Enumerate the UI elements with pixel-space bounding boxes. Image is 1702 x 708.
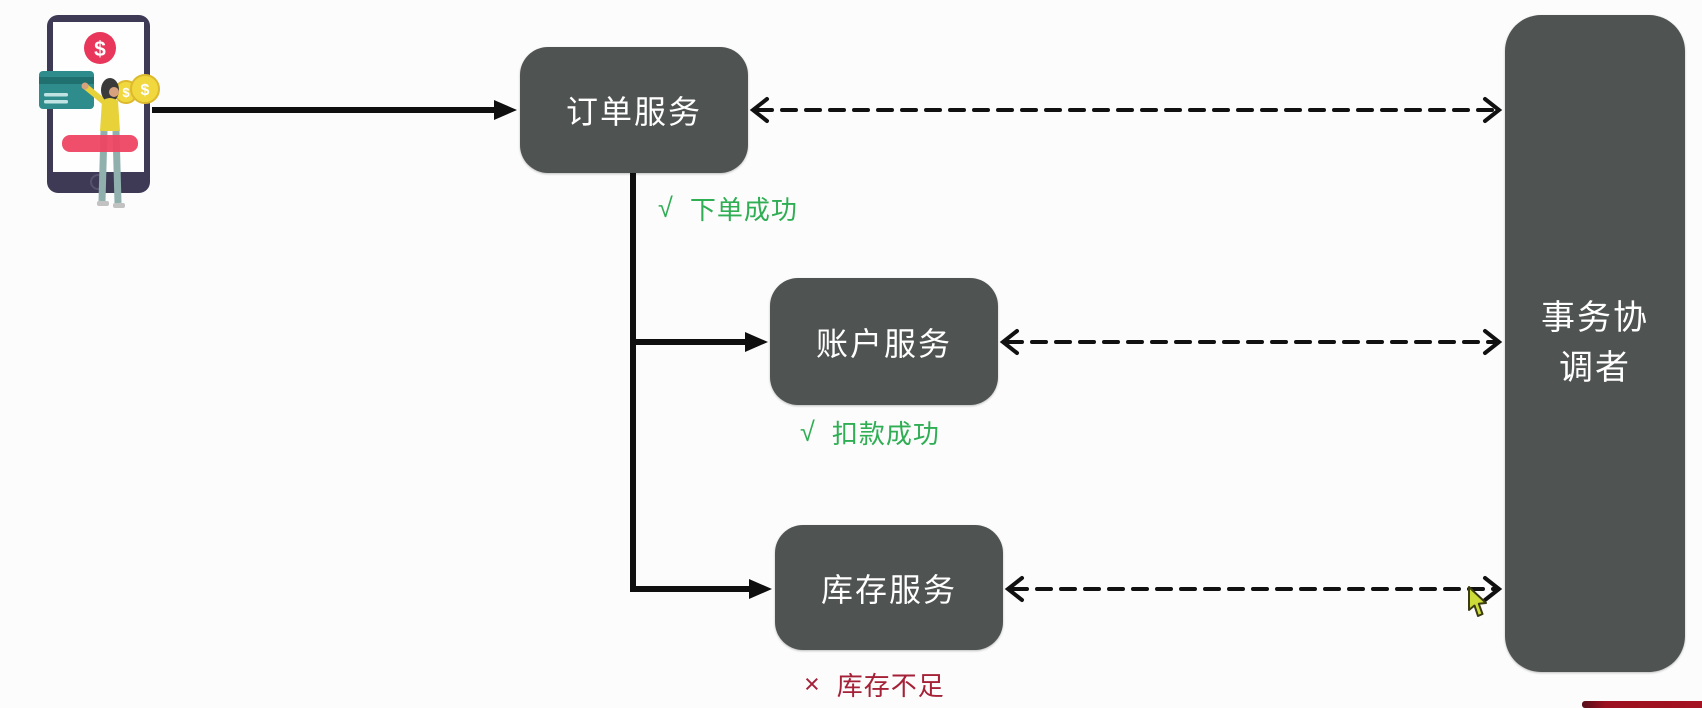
transaction-coordinator-node: 事务协 调者 — [1505, 15, 1685, 672]
status-account-text: 扣款成功 — [831, 419, 940, 449]
pay-button-bar — [62, 135, 138, 152]
account-service-label: 账户服务 — [815, 325, 952, 362]
check-icon: √ — [800, 417, 816, 447]
order-service-label: 订单服务 — [565, 94, 702, 130]
arrow-order-to-branches — [630, 173, 772, 599]
status-order-text: 下单成功 — [689, 195, 798, 225]
mouse-cursor-icon — [1468, 586, 1487, 617]
dashed-arrow-inventory-coordinator — [1004, 576, 1503, 602]
account-service-node: 账户服务 — [770, 278, 998, 405]
inventory-service-label: 库存服务 — [820, 571, 957, 608]
video-progress-bar[interactable] — [1582, 701, 1702, 708]
inventory-service-node: 库存服务 — [775, 525, 1003, 650]
svg-text:$: $ — [141, 82, 150, 99]
mobile-payment-illustration: $ $ $ — [39, 15, 160, 208]
svg-text:$: $ — [122, 85, 130, 100]
dashed-arrow-order-coordinator — [749, 97, 1503, 123]
arrow-user-to-order — [152, 100, 517, 120]
status-account-success: √ 扣款成功 — [800, 414, 940, 451]
cross-icon: × — [804, 669, 821, 699]
svg-text:$: $ — [94, 38, 106, 61]
dollar-badge-icon: $ — [84, 32, 116, 64]
credit-card-icon — [39, 71, 94, 109]
coordinator-label-line2: 调者 — [1559, 348, 1631, 387]
coordinator-label-line1: 事务协 — [1541, 299, 1649, 338]
status-inventory-text: 库存不足 — [836, 671, 945, 701]
check-icon: √ — [658, 193, 674, 223]
dashed-arrow-account-coordinator — [999, 329, 1503, 355]
status-order-success: √ 下单成功 — [658, 190, 798, 227]
status-inventory-failure: × 库存不足 — [804, 666, 945, 703]
order-service-node: 订单服务 — [520, 47, 748, 173]
